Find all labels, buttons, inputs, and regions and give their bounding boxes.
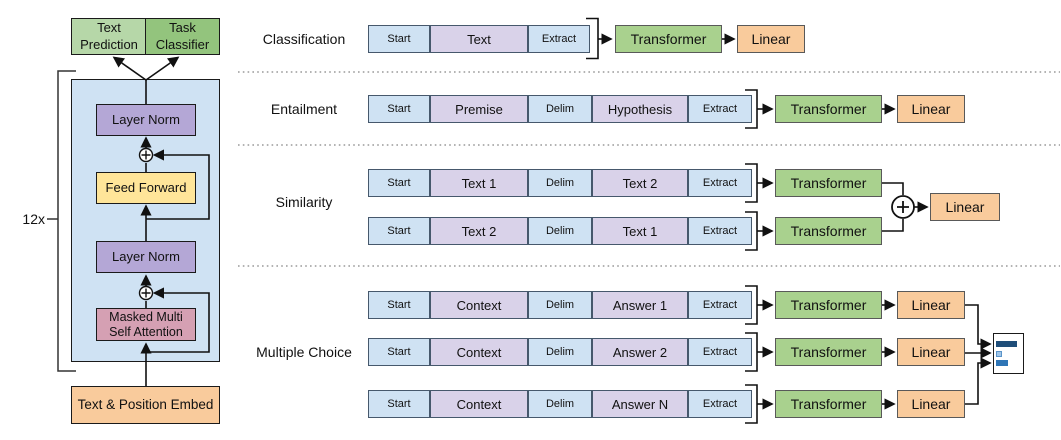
token-delim: Delim xyxy=(528,169,592,197)
token-start: Start xyxy=(368,390,430,418)
transformer-box: Transformer xyxy=(775,169,882,197)
token-extract: Extract xyxy=(688,291,752,319)
token-hypothesis: Hypothesis xyxy=(592,95,688,123)
token-text1: Text 1 xyxy=(430,169,528,197)
transformer-box: Transformer xyxy=(775,217,882,245)
token-context: Context xyxy=(430,291,528,319)
token-delim: Delim xyxy=(528,95,592,123)
token-text2: Text 2 xyxy=(592,169,688,197)
token-premise: Premise xyxy=(430,95,528,123)
token-delim: Delim xyxy=(528,390,592,418)
transformer-box: Transformer xyxy=(775,338,882,366)
token-extract: Extract xyxy=(528,25,590,53)
token-text1: Text 1 xyxy=(592,217,688,245)
token-delim: Delim xyxy=(528,338,592,366)
token-extract: Extract xyxy=(688,390,752,418)
layer-norm-top-box: Layer Norm xyxy=(96,104,196,136)
linear-box: Linear xyxy=(897,338,965,366)
token-start: Start xyxy=(368,217,430,245)
linear-box: Linear xyxy=(737,25,805,53)
token-context: Context xyxy=(430,338,528,366)
classification-label: Classification xyxy=(262,31,346,47)
token-answerN: Answer N xyxy=(592,390,688,418)
token-start: Start xyxy=(368,95,430,123)
token-start: Start xyxy=(368,338,430,366)
token-context: Context xyxy=(430,390,528,418)
attention-label-line1: Masked Multi xyxy=(109,309,183,324)
entailment-label: Entailment xyxy=(270,101,338,117)
transformer-box: Transformer xyxy=(775,390,882,418)
linear-box: Linear xyxy=(897,291,965,319)
distribution-bar-1 xyxy=(996,341,1017,347)
token-delim: Delim xyxy=(528,291,592,319)
similarity-add-circle xyxy=(891,195,915,219)
task-classifier-box: Task Classifier xyxy=(145,18,220,55)
linear-box: Linear xyxy=(930,193,1000,221)
token-text2: Text 2 xyxy=(430,217,528,245)
similarity-label: Similarity xyxy=(275,194,333,210)
linear-box: Linear xyxy=(897,95,965,123)
linear-box: Linear xyxy=(897,390,965,418)
distribution-bar-3 xyxy=(996,360,1008,366)
feed-forward-box: Feed Forward xyxy=(96,172,196,204)
token-delim: Delim xyxy=(528,217,592,245)
multiple-choice-label: Multiple Choice xyxy=(256,344,352,360)
token-start: Start xyxy=(368,25,430,53)
token-answer2: Answer 2 xyxy=(592,338,688,366)
attention-label-line2: Self Attention xyxy=(109,324,183,339)
transformer-box: Transformer xyxy=(775,95,882,123)
token-extract: Extract xyxy=(688,217,752,245)
output-distribution-box xyxy=(993,333,1024,374)
token-start: Start xyxy=(368,169,430,197)
text-position-embed-box: Text & Position Embed xyxy=(71,386,220,424)
distribution-bar-2 xyxy=(996,351,1002,357)
token-extract: Extract xyxy=(688,95,752,123)
token-extract: Extract xyxy=(688,169,752,197)
repeat-12x-label: 12x xyxy=(22,211,45,227)
token-text: Text xyxy=(430,25,528,53)
masked-self-attention-box: Masked Multi Self Attention xyxy=(96,308,196,341)
token-answer1: Answer 1 xyxy=(592,291,688,319)
layer-norm-bottom-box: Layer Norm xyxy=(96,241,196,273)
text-prediction-box: Text Prediction xyxy=(71,18,147,55)
token-extract: Extract xyxy=(688,338,752,366)
transformer-box: Transformer xyxy=(615,25,722,53)
transformer-box: Transformer xyxy=(775,291,882,319)
token-start: Start xyxy=(368,291,430,319)
